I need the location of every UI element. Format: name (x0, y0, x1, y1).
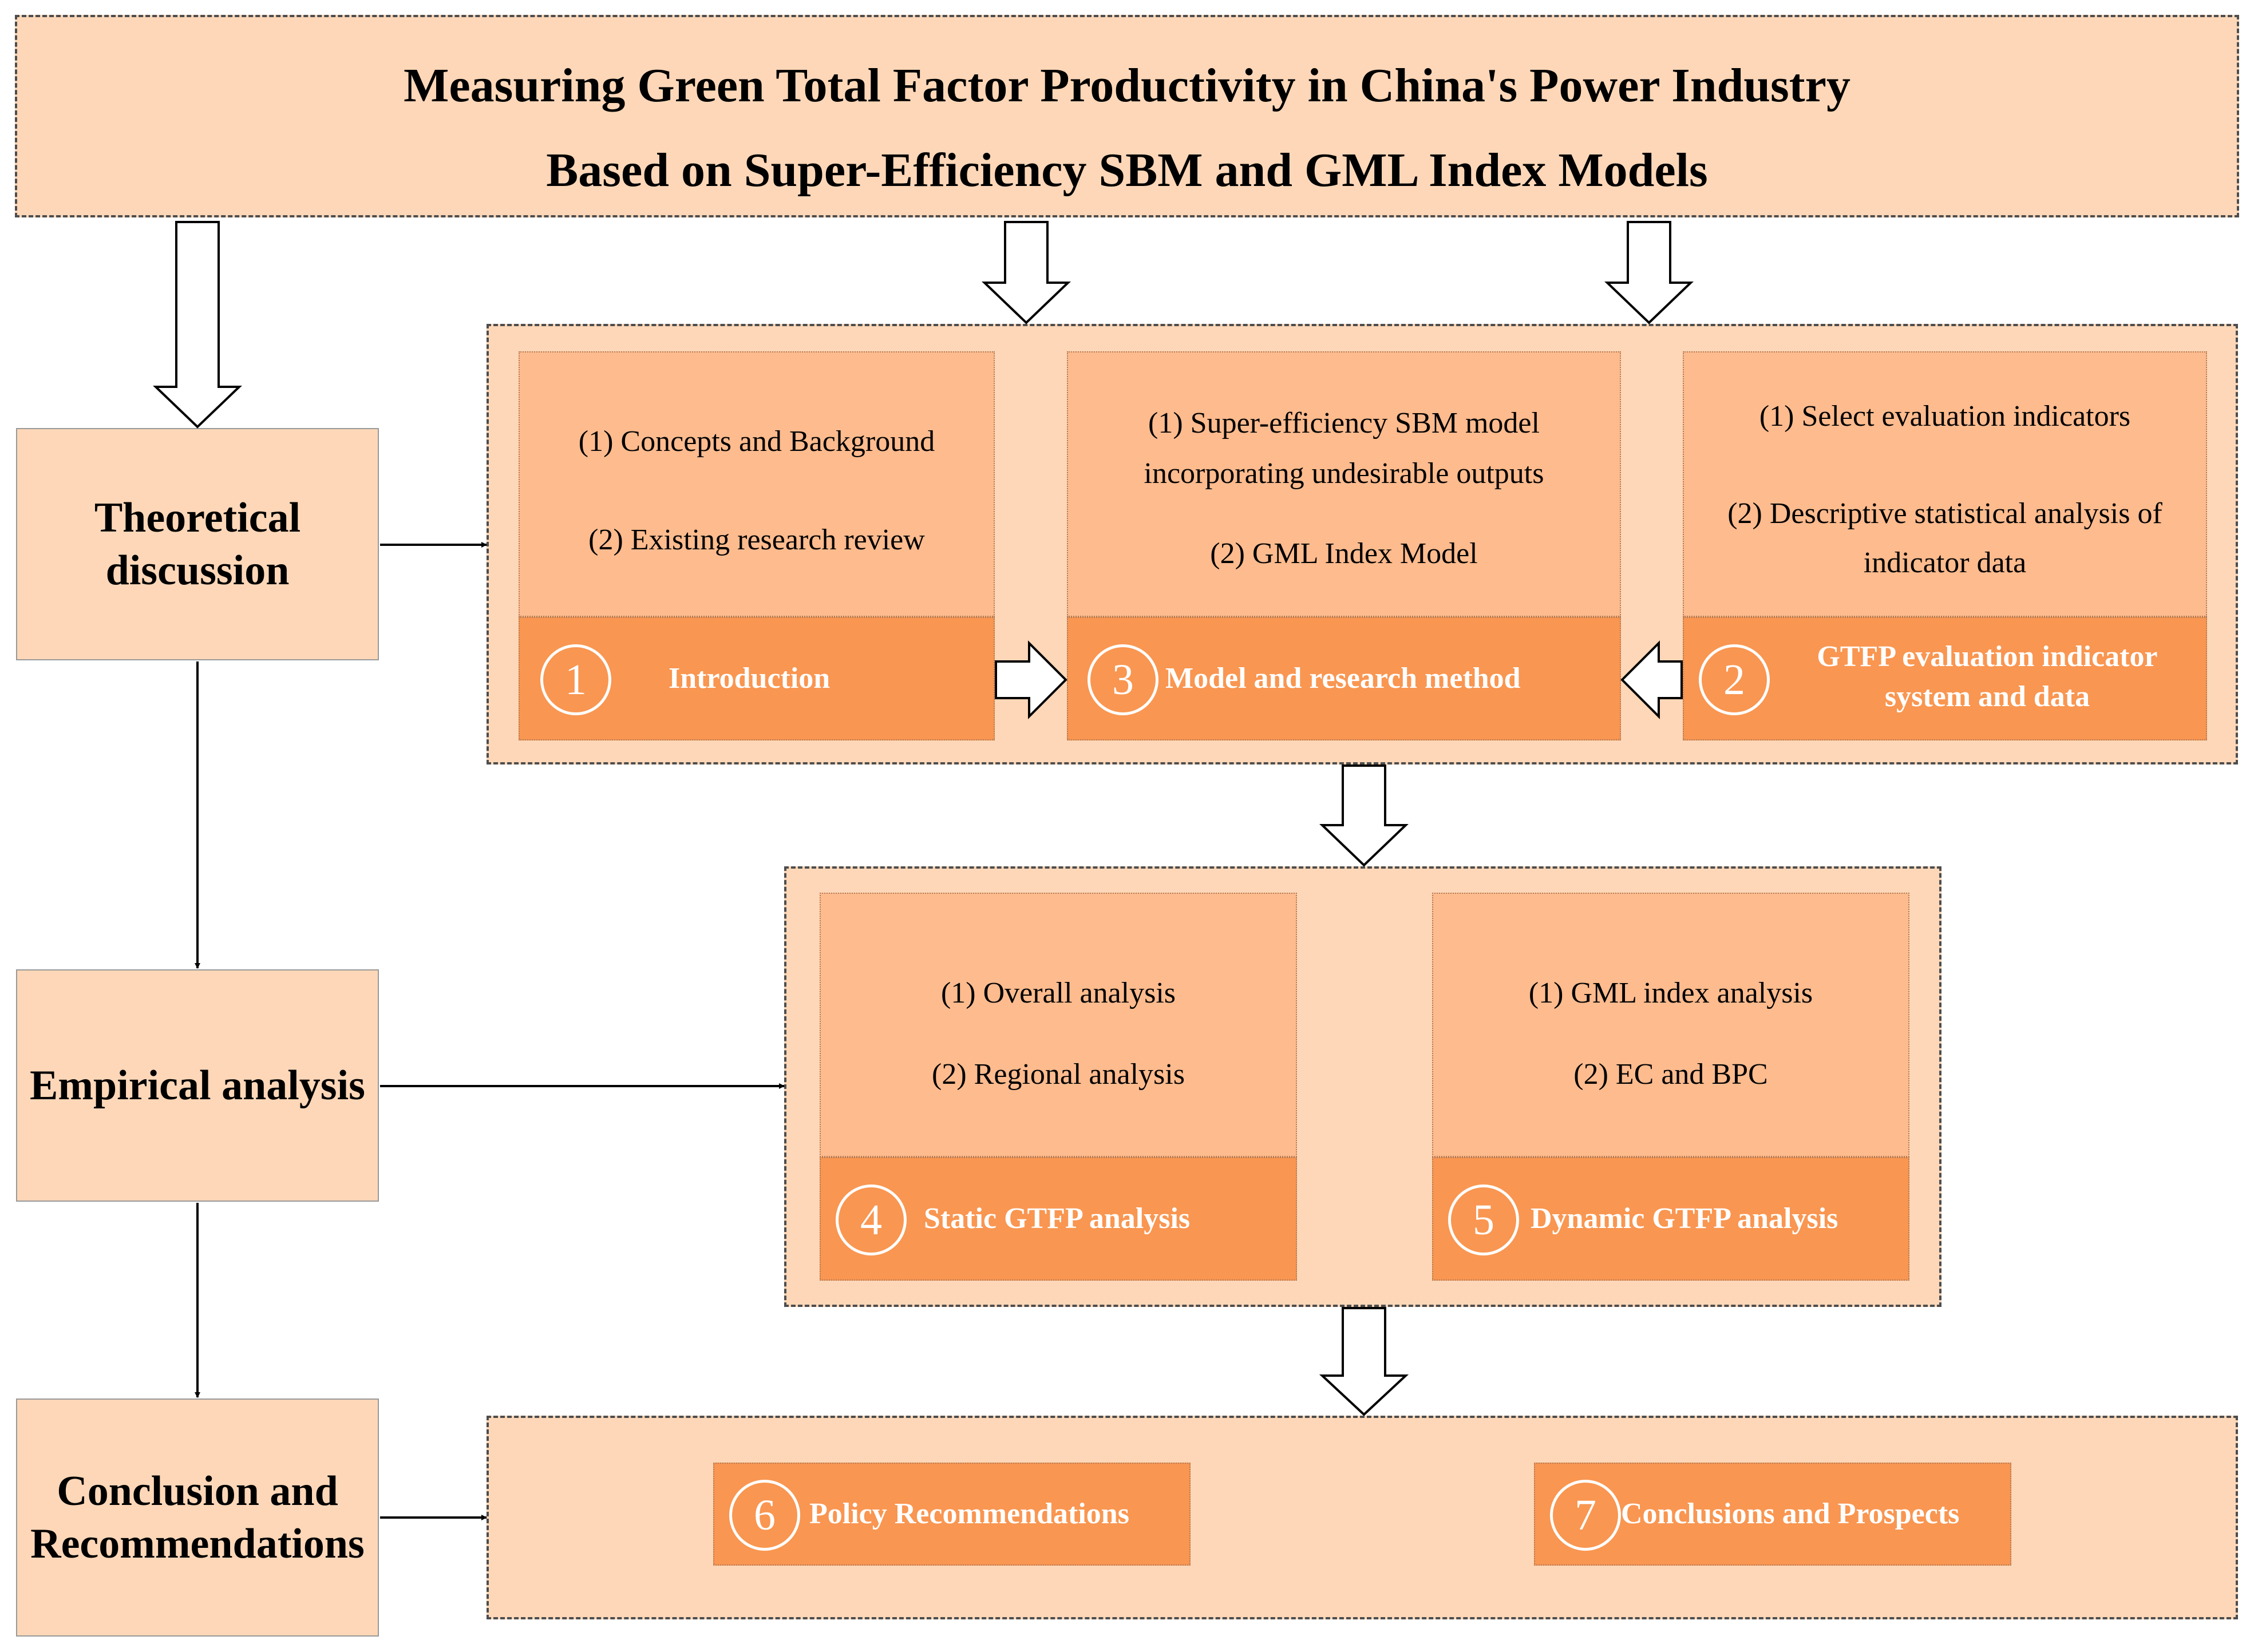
card-introduction: (1) Concepts and Background (2) Existing… (519, 351, 995, 617)
stage-conclusion: Conclusion and Recommendations (16, 1399, 379, 1637)
number-circle-6: 6 (729, 1480, 800, 1551)
static-item-2: (2) Regional analysis (932, 1058, 1185, 1091)
hollow-arrow-indicators-to-model (1620, 640, 1683, 719)
introduction-item-1: (1) Concepts and Background (578, 425, 935, 458)
number-circle-2: 2 (1699, 644, 1770, 715)
indicators-label-line-1: GTFP evaluation indicator (1817, 640, 2158, 673)
card-indicators: (1) Select evaluation indicators (2) Des… (1683, 351, 2207, 617)
stage-empirical-label: Empirical analysis (30, 1061, 365, 1109)
model-label: Model and research method (1165, 662, 1521, 695)
model-item-1: (1) Super-efficiency SBM model (1148, 407, 1540, 439)
model-item-2: incorporating undesirable outputs (1144, 457, 1544, 490)
indicators-item-3: indicator data (1863, 546, 2027, 579)
card-static: (1) Overall analysis (2) Regional analys… (820, 893, 1297, 1157)
indicators-item-1: (1) Select evaluation indicators (1759, 400, 2131, 433)
banner-introduction: 1 Introduction (519, 617, 995, 740)
static-item-1: (1) Overall analysis (940, 977, 1176, 1009)
banner-static: 4 Static GTFP analysis (820, 1157, 1297, 1281)
banner-model: 3 Model and research method (1067, 617, 1621, 740)
stage-theoretical: Theoretical discussion (16, 428, 379, 660)
dynamic-label: Dynamic GTFP analysis (1531, 1202, 1838, 1235)
model-item-3: (2) GML Index Model (1210, 537, 1478, 570)
hollow-arrow-title-to-group-left (982, 221, 1071, 324)
banner-prospects: 7 Conclusions and Prospects (1534, 1463, 2011, 1566)
stage-empirical: Empirical analysis (16, 969, 379, 1202)
hollow-arrow-title-to-group-right (1604, 221, 1694, 324)
banner-dynamic: 5 Dynamic GTFP analysis (1432, 1157, 1909, 1281)
title-line-1: Measuring Green Total Factor Productivit… (404, 59, 1850, 112)
number-circle-7: 7 (1550, 1480, 1621, 1551)
indicators-item-2: (2) Descriptive statistical analysis of (1727, 497, 2162, 530)
static-label: Static GTFP analysis (924, 1202, 1191, 1235)
introduction-item-2: (2) Existing research review (588, 524, 925, 556)
number-circle-4: 4 (836, 1184, 907, 1255)
title-line-2: Based on Super-Efficiency SBM and GML In… (546, 144, 1708, 197)
number-circle-5: 5 (1448, 1184, 1519, 1255)
card-model: (1) Super-efficiency SBM model incorpora… (1067, 351, 1621, 617)
hollow-arrow-title-to-theoretical (153, 221, 242, 429)
banner-indicators: 2 GTFP evaluation indicator system and d… (1683, 617, 2207, 740)
banner-policy: 6 Policy Recommendations (713, 1463, 1191, 1566)
introduction-label: Introduction (669, 662, 831, 695)
dynamic-item-2: (2) EC and BPC (1573, 1058, 1768, 1091)
hollow-arrow-group1-to-group2 (1319, 764, 1409, 867)
stage-theoretical-label: Theoretical discussion (94, 494, 301, 595)
title-box: Measuring Green Total Factor Productivit… (15, 15, 2239, 217)
indicators-label-line-2: system and data (1884, 680, 2090, 713)
prospects-label: Conclusions and Prospects (1621, 1498, 1960, 1530)
number-circle-3: 3 (1088, 644, 1158, 715)
policy-label: Policy Recommendations (809, 1498, 1129, 1530)
hollow-arrow-group2-to-group3 (1319, 1307, 1409, 1416)
dynamic-item-1: (1) GML index analysis (1528, 977, 1813, 1009)
hollow-arrow-intro-to-model (995, 640, 1067, 719)
stage-conclusion-label: Conclusion and Recommendations (30, 1467, 365, 1568)
card-dynamic: (1) GML index analysis (2) EC and BPC (1432, 893, 1909, 1157)
number-circle-1: 1 (540, 644, 611, 715)
